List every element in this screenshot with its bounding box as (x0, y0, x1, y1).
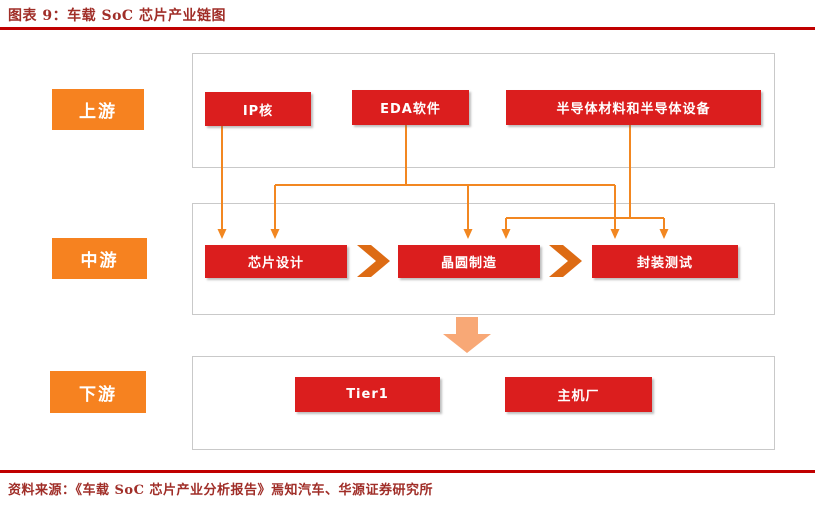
title-underline-rule (0, 27, 815, 30)
node-ip-core: IP核 (205, 92, 311, 126)
stage-label-downstream: 下游 (50, 371, 146, 413)
node-chip-design: 芯片设计 (205, 245, 347, 278)
source-note: 资料来源：《车载 SoC 芯片产业分析报告》焉知汽车、华源证券研究所 (8, 483, 433, 498)
node-eda-software: EDA软件 (352, 90, 469, 125)
stage-label-midstream: 中游 (52, 238, 147, 279)
stage-label-upstream: 上游 (52, 89, 144, 130)
footer-rule (0, 470, 815, 473)
node-tier1: Tier1 (295, 377, 440, 412)
node-semiconductor-materials-equipment: 半导体材料和半导体设备 (506, 90, 761, 125)
figure-title: 图表 9：车载 SoC 芯片产业链图 (8, 8, 226, 24)
node-oem: 主机厂 (505, 377, 652, 412)
node-wafer-fabrication: 晶圆制造 (398, 245, 540, 278)
downstream-panel (192, 356, 775, 450)
flow-arrow-mid-to-down (443, 317, 491, 353)
node-package-test: 封装测试 (592, 245, 738, 278)
